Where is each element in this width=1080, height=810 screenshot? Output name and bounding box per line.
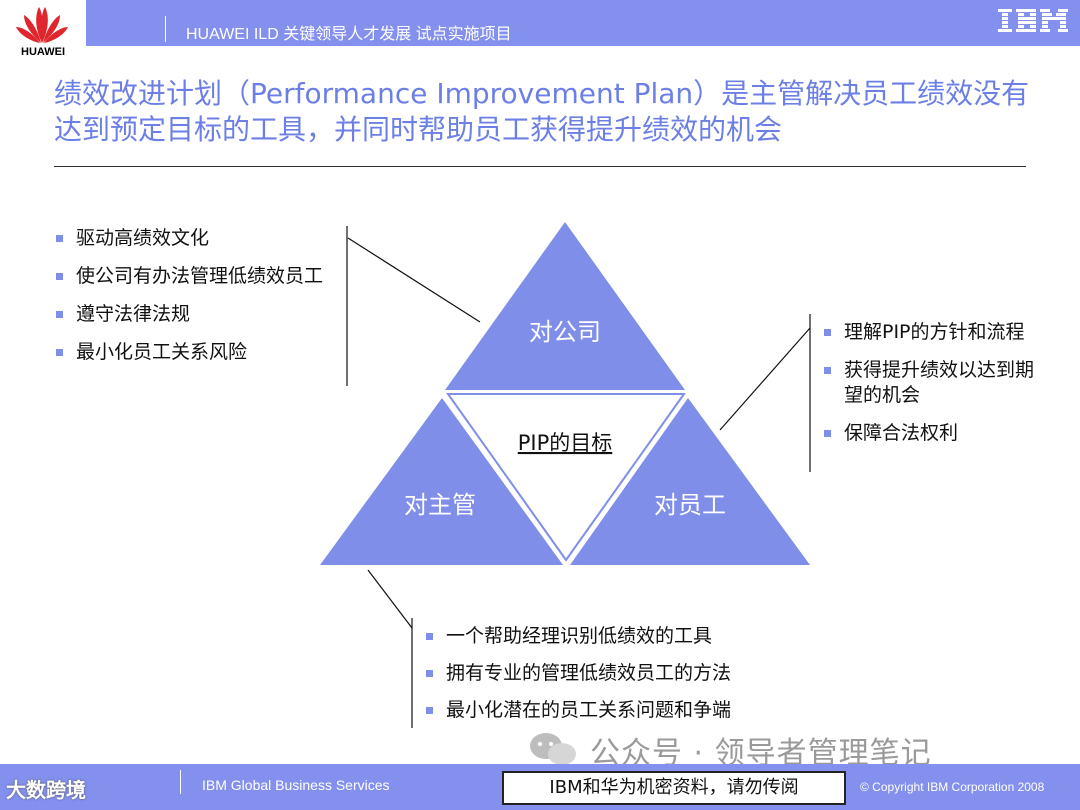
huawei-logo: HUAWEI — [0, 0, 86, 62]
list-item: 获得提升绩效以达到期望的机会 — [822, 358, 1042, 408]
footer-separator — [180, 770, 181, 794]
connector-company — [347, 237, 481, 323]
label-employee: 对员工 — [654, 491, 726, 519]
huawei-wordmark: HUAWEI — [21, 46, 65, 58]
label-company: 对公司 — [529, 318, 601, 346]
list-item: 使公司有办法管理低绩效员工 — [54, 264, 344, 289]
wechat-icon — [530, 733, 576, 765]
list-item: 一个帮助经理识别低绩效的工具 — [424, 624, 844, 649]
list-item: 拥有专业的管理低绩效员工的方法 — [424, 661, 844, 686]
label-pip-goal: PIP的目标 — [518, 431, 613, 455]
huawei-flower-icon — [16, 7, 68, 43]
confidential-notice: IBM和华为机密资料，请勿传阅 — [502, 771, 846, 805]
list-item: 最小化员工关系风险 — [54, 340, 344, 365]
manager-benefits-list: 一个帮助经理识别低绩效的工具 拥有专业的管理低绩效员工的方法 最小化潜在的员工关… — [424, 624, 844, 735]
footer-bar: 大数跨境 IBM Global Business Services IBM和华为… — [0, 764, 1080, 810]
connector-employee — [719, 327, 811, 431]
list-item: 最小化潜在的员工关系问题和争端 — [424, 698, 844, 723]
footer-gbs: IBM Global Business Services — [202, 777, 390, 793]
title-divider — [54, 166, 1026, 167]
triangle-employee — [570, 398, 810, 565]
page-title: 绩效改进计划（Performance Improvement Plan）是主管解… — [54, 77, 1030, 146]
connector-manager — [367, 569, 413, 629]
copyright: © Copyright IBM Corporation 2008 — [860, 780, 1045, 794]
list-item: 驱动高绩效文化 — [54, 226, 344, 251]
triangle-center — [446, 393, 686, 562]
triangle-manager — [320, 398, 563, 565]
ibm-logo-icon — [998, 9, 1068, 32]
label-manager: 对主管 — [404, 491, 476, 519]
employee-benefits-list: 理解PIP的方针和流程 获得提升绩效以达到期望的机会 保障合法权利 — [822, 320, 1042, 459]
triangle-company — [445, 222, 685, 390]
header-separator — [165, 16, 166, 42]
list-item: 遵守法律法规 — [54, 302, 344, 327]
list-item: 保障合法权利 — [822, 421, 1042, 446]
header-title: HUAWEI ILD 关键领导人才发展 试点实施项目 — [186, 26, 512, 43]
header-bar: HUAWEI ILD 关键领导人才发展 试点实施项目 — [0, 0, 1080, 46]
footer-badge: 大数跨境 — [6, 778, 86, 802]
company-benefits-list: 驱动高绩效文化 使公司有办法管理低绩效员工 遵守法律法规 最小化员工关系风险 — [54, 226, 344, 378]
list-item: 理解PIP的方针和流程 — [822, 320, 1042, 345]
